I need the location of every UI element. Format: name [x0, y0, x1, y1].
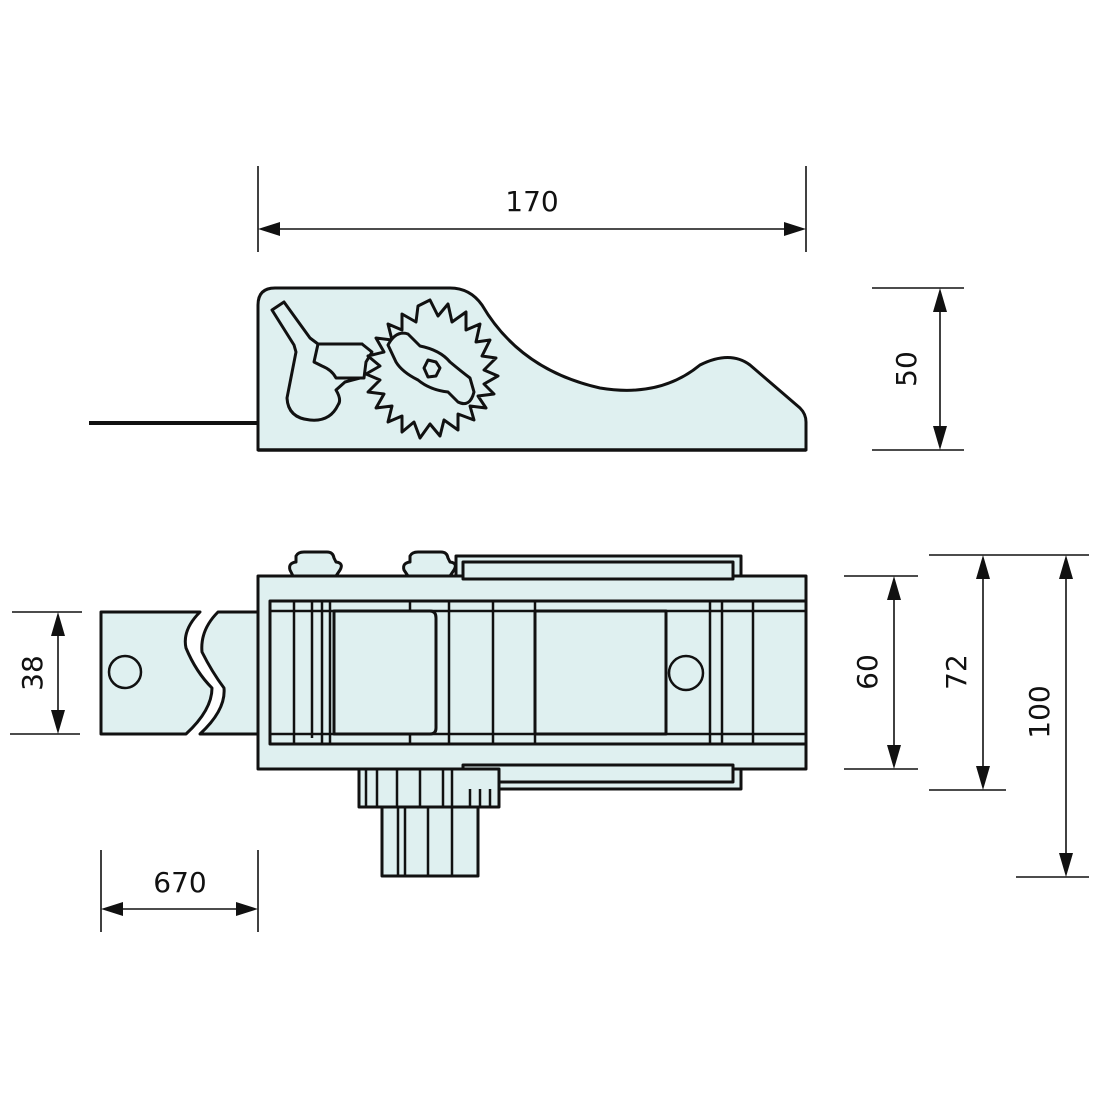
dimension-strap-length: 670 [100, 850, 259, 932]
dimension-label-170: 170 [505, 185, 558, 218]
bolt-head-2 [402, 550, 457, 578]
dimension-overall-length: 170 [257, 166, 807, 252]
dimension-label-60: 60 [851, 654, 884, 690]
gear-stack-upper [357, 767, 501, 809]
dimension-frame-width: 60 [844, 575, 918, 770]
dimension-strap-width: 38 [10, 611, 82, 735]
ratchet-gear-icon [364, 298, 500, 440]
dimension-side-height: 50 [872, 287, 964, 451]
dimension-overall-width: 100 [1016, 555, 1089, 878]
gear-stack-lower [380, 805, 480, 878]
handle-window [332, 609, 438, 736]
strap-hole [107, 654, 143, 690]
strap-segment-right [198, 610, 262, 736]
dimension-body-width: 72 [929, 554, 1089, 791]
side-view [89, 286, 808, 452]
dimension-label-38: 38 [16, 655, 49, 691]
dimension-label-670: 670 [153, 866, 206, 899]
top-view [99, 550, 808, 878]
dimension-label-72: 72 [940, 654, 973, 690]
hex-bolt-icon [422, 358, 442, 379]
dimension-label-100: 100 [1023, 685, 1056, 738]
bolt-head-1 [288, 550, 343, 578]
strap-segment-left [99, 610, 214, 736]
spindle-hole [667, 654, 705, 692]
pawl [312, 342, 374, 380]
dimension-label-50: 50 [890, 351, 923, 387]
